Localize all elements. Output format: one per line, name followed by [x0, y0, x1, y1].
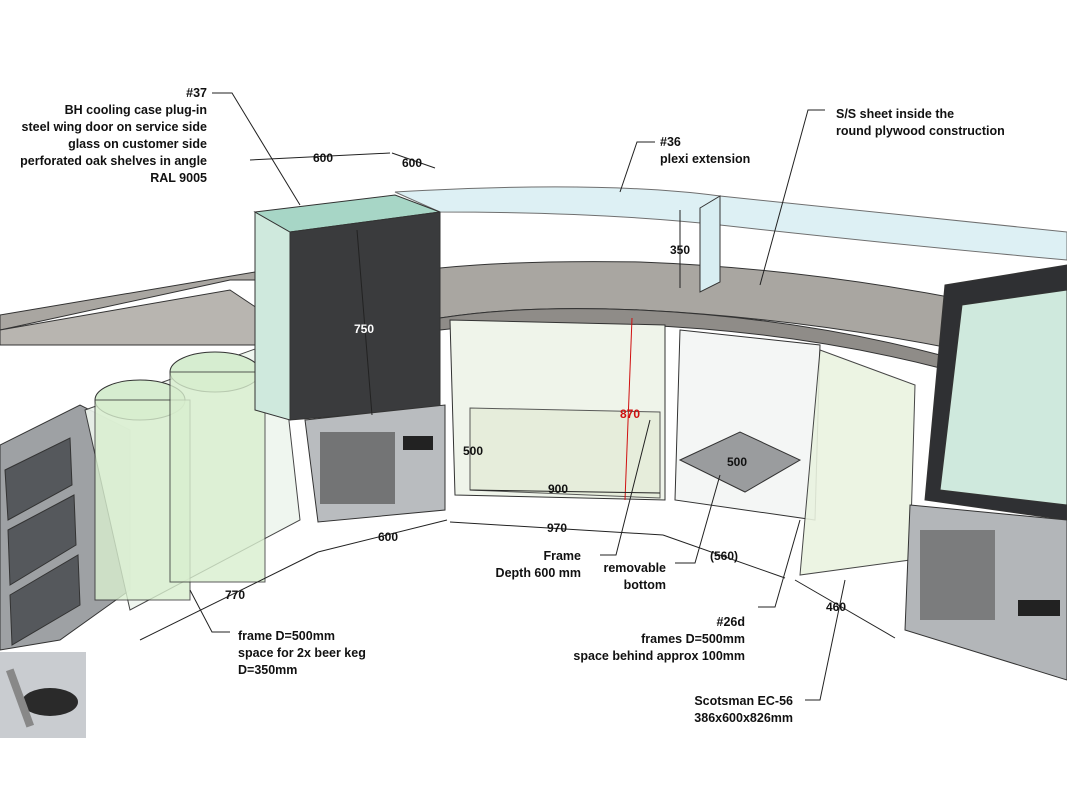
dimension-labels: 600 600 750 350 870 500 900 600 970 500 …: [225, 151, 846, 614]
callout-cooling-case: #37 BH cooling case plug-in steel wing d…: [20, 86, 207, 185]
callout-line: Frame: [543, 549, 581, 563]
dim-frame-depth-left: 500: [463, 444, 483, 458]
dim-width-460: 460: [826, 600, 846, 614]
callout-line: perforated oak shelves in angle: [20, 154, 207, 168]
dim-span-970: 970: [547, 521, 567, 535]
leveling-foot-photo: [0, 652, 86, 738]
annotation-lines: [139, 92, 896, 701]
dim-cabinet-height: 870: [620, 407, 640, 421]
callout-beer-keg: frame D=500mm space for 2x beer keg D=35…: [238, 629, 366, 677]
callout-line: #37: [186, 86, 207, 100]
temperature-display: [403, 436, 433, 450]
callout-frames-26d: #26d frames D=500mm space behind approx …: [573, 615, 745, 663]
dim-inner-width: 900: [548, 482, 568, 496]
callout-line: plexi extension: [660, 152, 750, 166]
dim-gap-560: (560): [710, 549, 738, 563]
callout-line: 386x600x826mm: [694, 711, 793, 725]
ventilation-grille: [920, 530, 995, 620]
callout-line: glass on customer side: [68, 137, 207, 151]
dim-shelf-depth: 500: [727, 455, 747, 469]
callout-line: frame D=500mm: [238, 629, 335, 643]
dim-case-depth: 600: [402, 156, 422, 170]
open-frame-middle: [449, 319, 916, 576]
keg-frame: [84, 339, 301, 611]
plexi-extension: [394, 186, 1067, 293]
dim-plexi-height: 350: [670, 243, 690, 257]
callout-plexi: #36 plexi extension: [660, 135, 750, 166]
callout-line: D=350mm: [238, 663, 297, 677]
callout-line: RAL 9005: [150, 171, 207, 185]
display-case-right: [904, 264, 1067, 681]
callout-line: space for 2x beer keg: [238, 646, 366, 660]
callout-line: round plywood construction: [836, 124, 1005, 138]
callout-line: #36: [660, 135, 681, 149]
callout-line: S/S sheet inside the: [836, 107, 954, 121]
callout-line: steel wing door on service side: [22, 120, 208, 134]
callout-ss-sheet: S/S sheet inside the round plywood const…: [836, 107, 1005, 138]
callout-line: removable: [603, 561, 666, 575]
dim-base-width: 600: [378, 530, 398, 544]
callout-line: Depth 600 mm: [496, 566, 581, 580]
callout-line: Scotsman EC-56: [694, 694, 793, 708]
callout-line: space behind approx 100mm: [573, 649, 745, 663]
cooling-case: [253, 194, 446, 523]
callout-frame-depth: Frame Depth 600 mm: [496, 549, 581, 580]
ventilation-grille: [320, 432, 395, 504]
dim-case-width: 600: [313, 151, 333, 165]
callout-line: frames D=500mm: [641, 632, 745, 646]
callout-line: #26d: [717, 615, 746, 629]
callout-removable-bottom: removable bottom: [603, 561, 666, 592]
dim-case-height: 750: [354, 322, 374, 336]
temperature-display: [1018, 600, 1060, 616]
callout-line: BH cooling case plug-in: [65, 103, 207, 117]
dim-width-770: 770: [225, 588, 245, 602]
callout-line: bottom: [624, 578, 666, 592]
callout-scotsman: Scotsman EC-56 386x600x826mm: [694, 694, 793, 725]
